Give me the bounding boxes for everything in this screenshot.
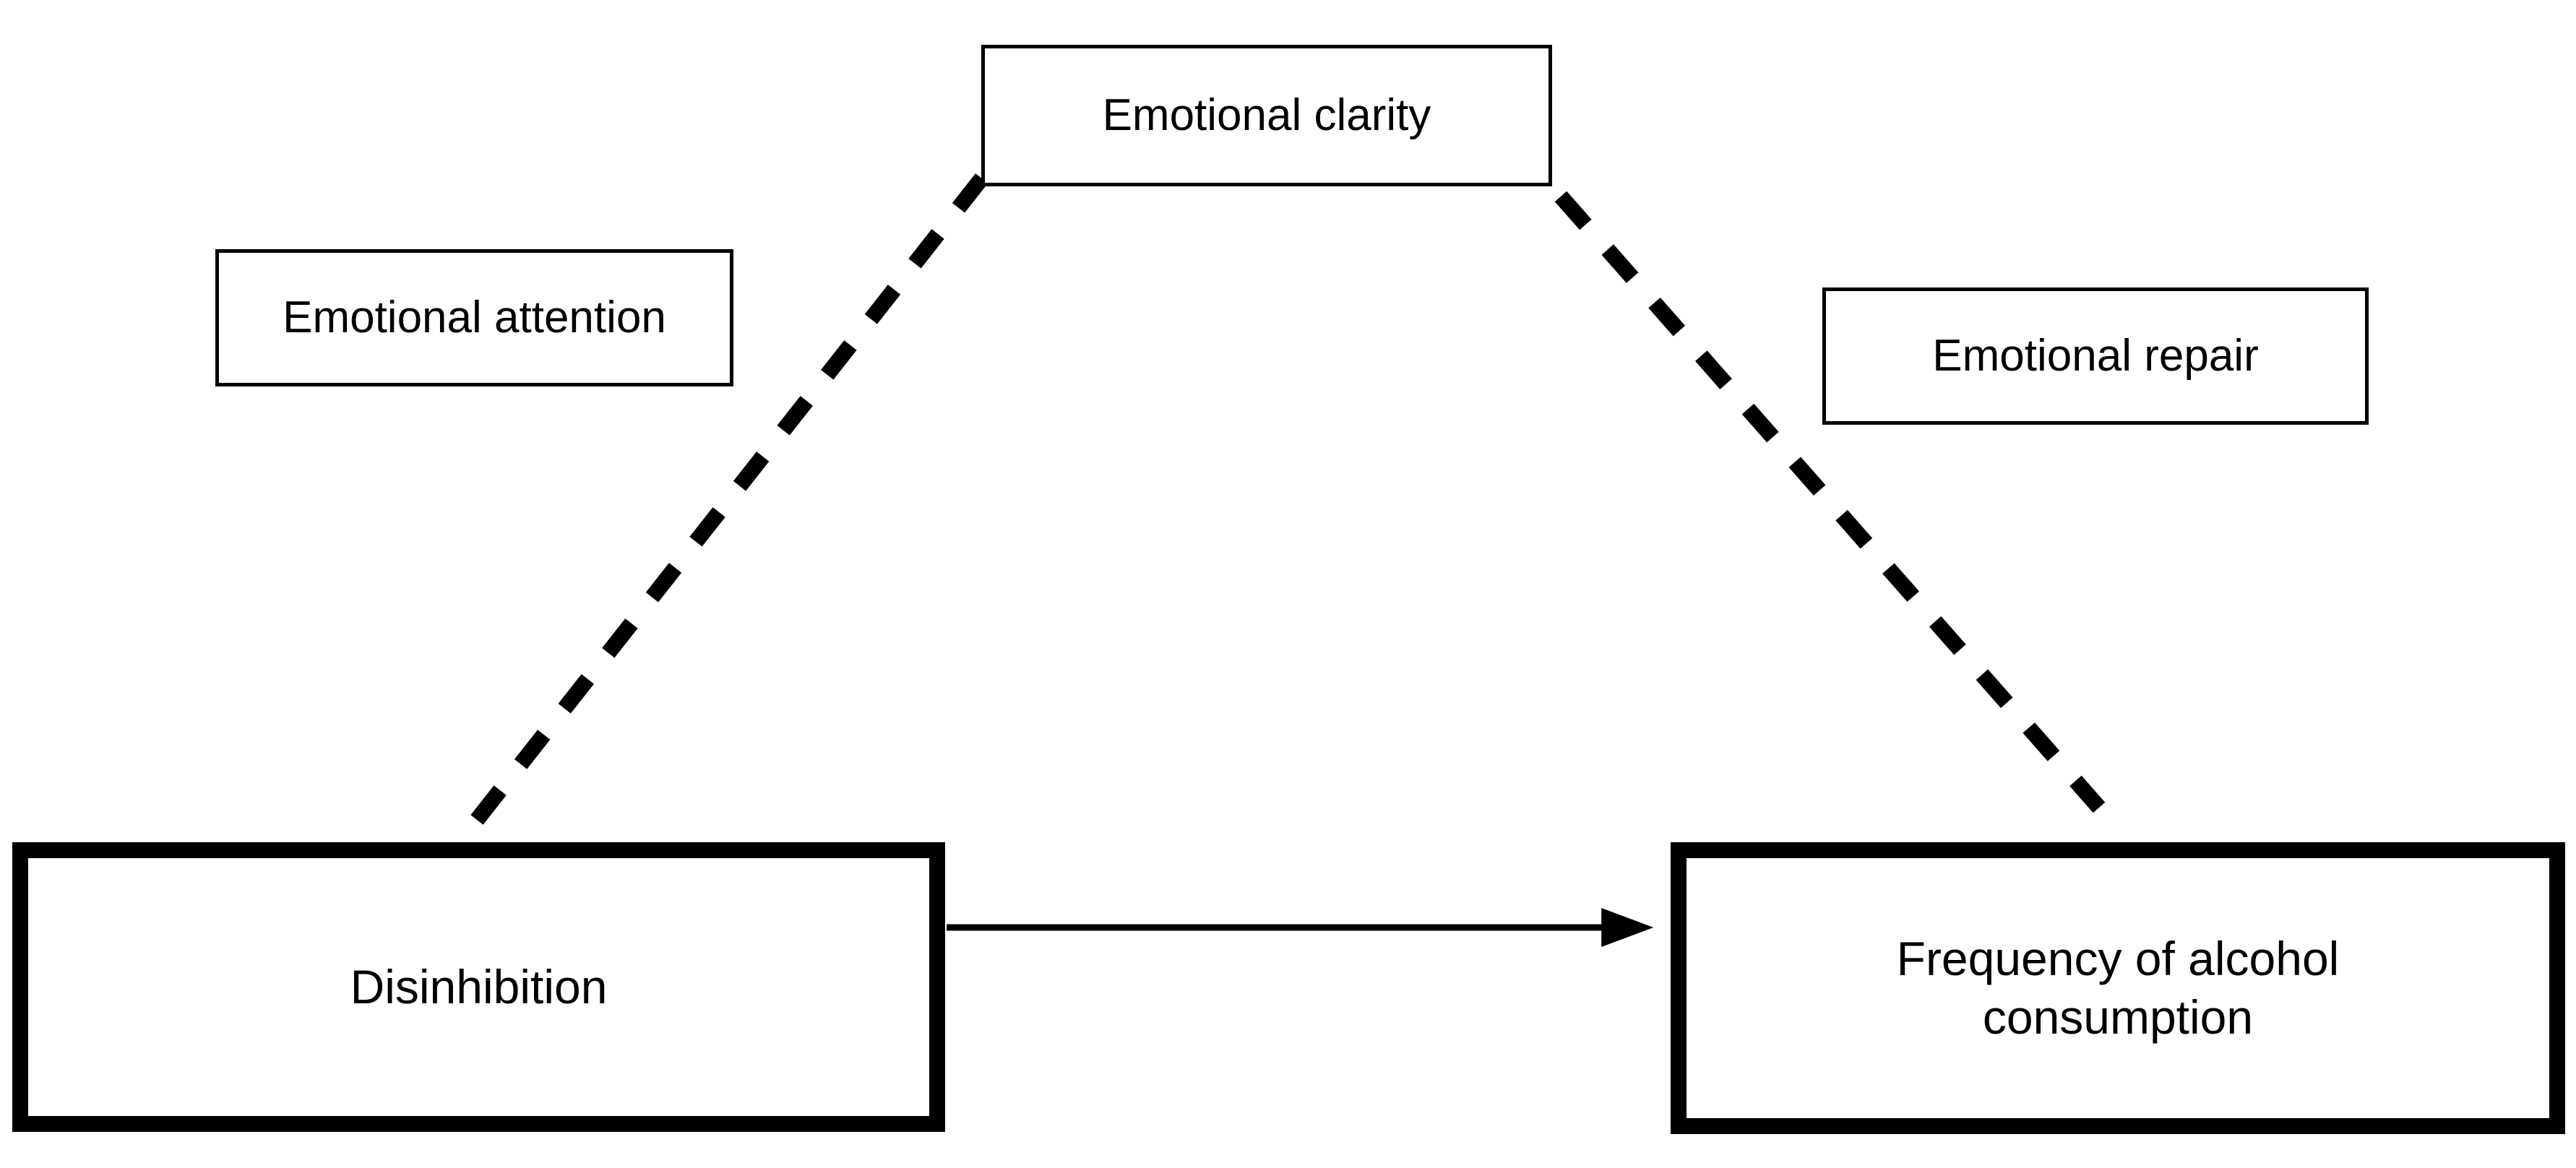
node-alcohol-consumption-label: Frequency of alcohol consumption bbox=[1896, 932, 2340, 1044]
node-emotional-clarity-label: Emotional clarity bbox=[1102, 90, 1431, 141]
node-emotional-attention-label: Emotional attention bbox=[283, 293, 666, 343]
node-disinhibition-label: Disinhibition bbox=[350, 960, 608, 1014]
node-emotional-repair: Emotional repair bbox=[1822, 287, 2369, 425]
node-disinhibition: Disinhibition bbox=[12, 842, 945, 1132]
node-alcohol-consumption: Frequency of alcohol consumption bbox=[1671, 842, 2565, 1134]
node-emotional-clarity: Emotional clarity bbox=[981, 45, 1552, 186]
node-emotional-attention: Emotional attention bbox=[215, 249, 733, 386]
node-emotional-repair-label: Emotional repair bbox=[1932, 331, 2259, 381]
